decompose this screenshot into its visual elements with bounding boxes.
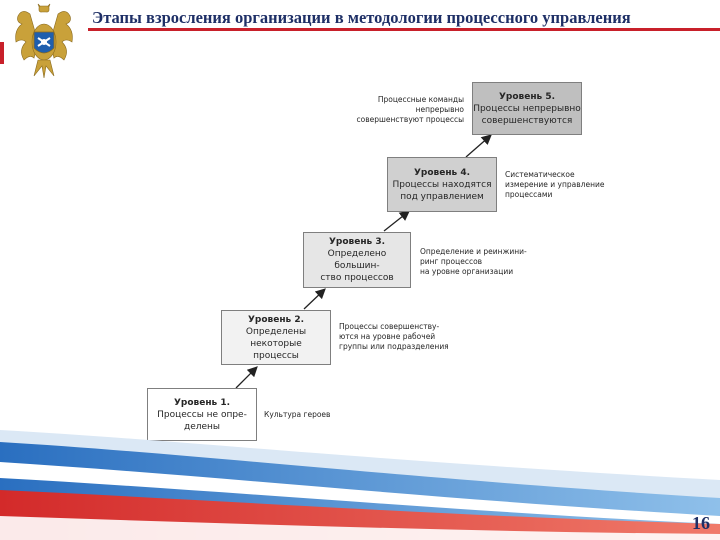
arrow-2-to-3 <box>303 288 326 310</box>
level-3-text: Определено большин- ство процессов <box>320 249 394 283</box>
level-5-box: Уровень 5. Процессы непрерывно совершенс… <box>472 82 582 135</box>
level-4-text: Процессы находятся под управлением <box>392 179 492 202</box>
level-4-note: Систематическое измерение и управление п… <box>505 170 605 199</box>
left-accent-bar <box>0 42 4 64</box>
title-underline <box>88 28 720 31</box>
level-1-text: Процессы не опре- делены <box>157 409 247 432</box>
arrow-4-to-5 <box>465 134 492 158</box>
level-1-title: Уровень 1. <box>173 397 231 408</box>
level-3-title: Уровень 3. <box>328 237 386 247</box>
level-3-note: Определение и реинжини- ринг процессов н… <box>420 247 527 276</box>
level-1-note: Культура героев <box>264 410 331 419</box>
level-4-title: Уровень 4. <box>413 167 471 178</box>
arrow-1-to-2 <box>235 366 258 389</box>
level-2-text: Определены некоторые процессы <box>245 326 307 361</box>
level-2-note: Процессы совершенству- ются на уровне ра… <box>339 322 449 351</box>
arrow-3-to-4 <box>383 210 411 232</box>
level-5-note: Процессные команды непрерывно совершенст… <box>356 95 464 124</box>
level-5-text: Процессы непрерывно совершенствуются <box>473 103 581 126</box>
page-number: 16 <box>692 513 710 533</box>
level-4-box: Уровень 4. Процессы находятся под управл… <box>387 157 497 212</box>
page-title: Этапы взросления организации в методолог… <box>92 8 631 27</box>
level-2-title: Уровень 2. <box>247 314 305 325</box>
level-3-box: Уровень 3. Определено большин- ство проц… <box>303 232 411 288</box>
double-headed-eagle-emblem-icon <box>15 3 73 79</box>
level-2-box: Уровень 2. Определены некоторые процессы <box>221 310 331 365</box>
footer-wave-decoration <box>0 430 720 540</box>
level-5-title: Уровень 5. <box>498 91 556 102</box>
level-1-box: Уровень 1. Процессы не опре- делены <box>147 388 257 441</box>
